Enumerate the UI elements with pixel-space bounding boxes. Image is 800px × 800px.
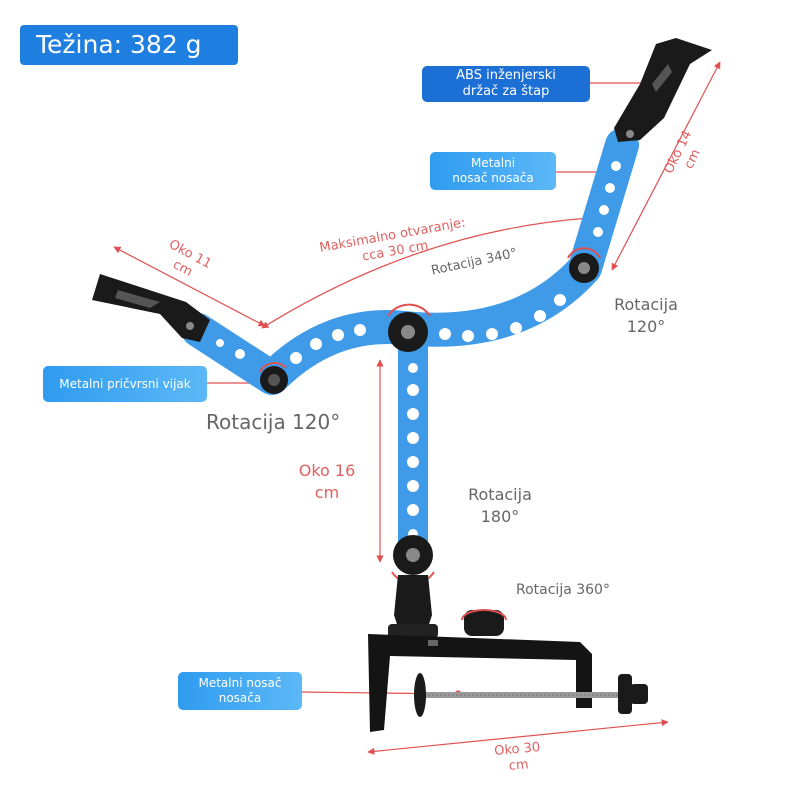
base-knob xyxy=(461,609,507,636)
metal-screw-callout: Metalni pričvrsni vijak xyxy=(43,366,207,402)
abs-holder-callout: ABS inženjerski držač za štap xyxy=(422,66,590,102)
metal-bracket-bottom-callout: Metalni nosač nosača xyxy=(178,672,302,710)
joint-center xyxy=(387,303,431,352)
max-opening-arc xyxy=(261,214,591,329)
swivel-base xyxy=(388,575,438,640)
rotation-label-middle-joint: Rotacija 180° xyxy=(468,485,532,526)
vertical-arm-dimension-label: Oko 16 cm xyxy=(298,461,356,502)
c-clamp xyxy=(368,634,592,732)
right-arm-dimension xyxy=(611,61,721,271)
clamp-width-dimension-label: Oko 30 cm xyxy=(493,740,541,774)
weight-badge: Težina: 382 g xyxy=(20,25,238,65)
left-arm-dimension xyxy=(113,246,266,327)
rotation-label-left-joint: Rotacija 120° xyxy=(206,410,341,434)
rotation-label-right-joint: Rotacija 120° xyxy=(614,295,678,336)
clamp-screw xyxy=(414,673,648,717)
clamp-width-dimension xyxy=(367,719,669,755)
metal-bracket-top-callout: Metalni nosač nosača xyxy=(430,152,556,190)
joint-left xyxy=(259,362,288,394)
rod-holder-right xyxy=(614,38,712,142)
joint-right xyxy=(567,247,601,283)
dimension-lines xyxy=(113,61,721,755)
arm-left xyxy=(181,310,422,395)
rotation-label-base-knob: Rotacija 360° xyxy=(516,582,610,598)
arm-vertical xyxy=(398,330,428,555)
rod-holder-left xyxy=(92,274,210,342)
